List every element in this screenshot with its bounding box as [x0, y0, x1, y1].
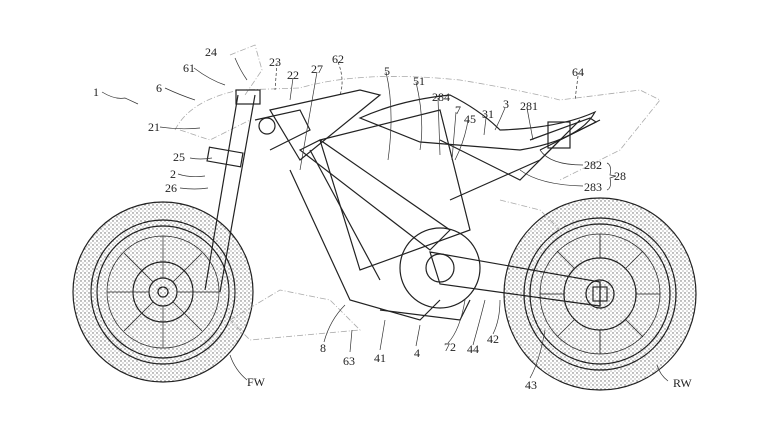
ref-label-283: 283 — [584, 180, 602, 194]
ref-label-72: 72 — [444, 340, 456, 354]
ref-label-FW: FW — [247, 375, 265, 389]
ref-label-RW: RW — [673, 376, 692, 390]
ref-label-24: 24 — [205, 45, 217, 59]
leader-lines — [101, 57, 669, 382]
ref-label-43: 43 — [525, 378, 537, 392]
ref-label-5: 5 — [384, 64, 390, 78]
ref-label-282: 282 — [584, 158, 602, 172]
ref-label-28: 28 — [614, 169, 626, 183]
ref-label-284: 284 — [432, 90, 450, 104]
ref-label-2: 2 — [170, 167, 176, 181]
ref-label-21: 21 — [148, 120, 160, 134]
ref-label-64: 64 — [572, 65, 584, 79]
ref-label-51: 51 — [413, 74, 425, 88]
fairing-outline — [174, 44, 661, 341]
front-fork — [204, 89, 311, 293]
ref-label-42: 42 — [487, 332, 499, 346]
ref-label-281: 281 — [520, 99, 538, 113]
ref-label-45: 45 — [464, 112, 476, 126]
ref-label-23: 23 — [269, 55, 281, 69]
ref-label-41: 41 — [374, 351, 386, 365]
ref-label-25: 25 — [173, 150, 185, 164]
main-frame — [269, 89, 601, 321]
ref-label-27: 27 — [311, 62, 323, 76]
ref-label-4: 4 — [414, 346, 420, 360]
tail-unit — [529, 117, 598, 151]
ref-label-3: 3 — [503, 97, 509, 111]
ref-label-62: 62 — [332, 52, 344, 66]
ref-label-63: 63 — [343, 354, 355, 368]
ref-label-61: 61 — [183, 61, 195, 75]
ref-label-31: 31 — [482, 107, 494, 121]
ref-label-26: 26 — [165, 181, 177, 195]
ref-label-7: 7 — [455, 103, 461, 117]
ref-label-8: 8 — [320, 341, 326, 355]
battery-pack — [319, 109, 471, 271]
front-wheel — [72, 201, 254, 383]
ref-label-44: 44 — [467, 342, 479, 356]
ref-label-6: 6 — [156, 81, 162, 95]
ref-label-22: 22 — [287, 68, 299, 82]
ref-label-1: 1 — [93, 85, 99, 99]
